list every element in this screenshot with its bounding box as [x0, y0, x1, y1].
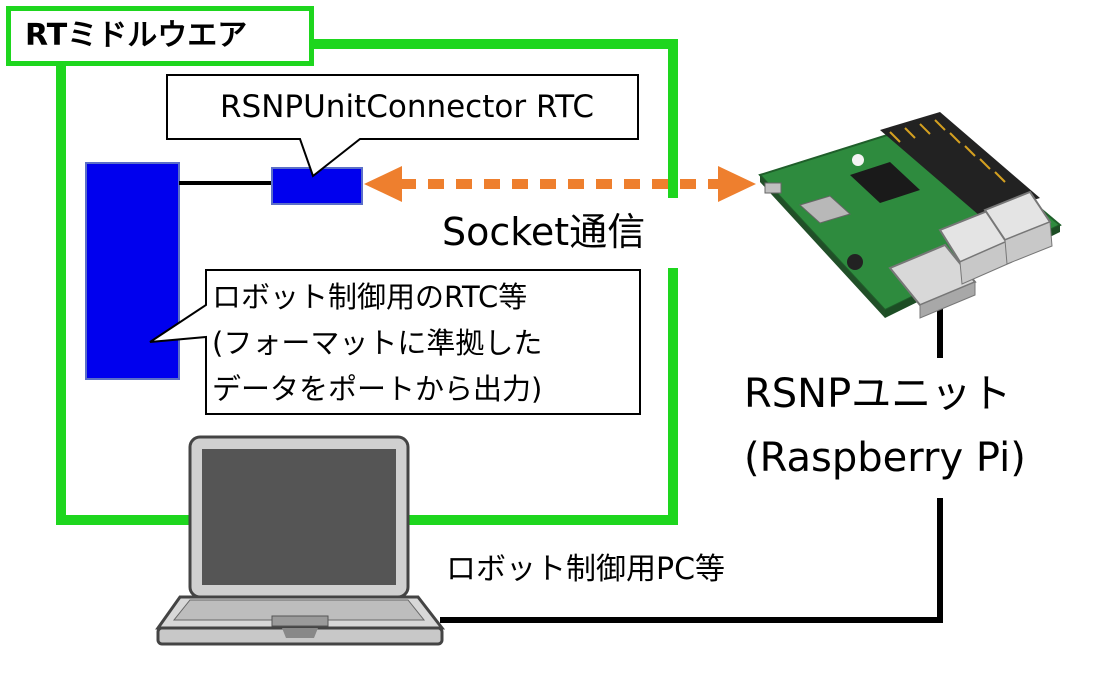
robot-control-rtc-block: [85, 162, 180, 380]
rsnp-unit-label: RSNPユニット (Raspberry Pi): [744, 362, 1084, 498]
robot-rtc-callout-box: [149, 269, 641, 415]
socket-arrow-head-right: [718, 166, 756, 202]
pi-to-pc-cable: [440, 498, 943, 623]
robot-callout-line-1: ロボット制御用のRTC等: [212, 280, 528, 314]
robot-control-pc-label: ロボット制御用PC等: [446, 552, 726, 587]
connector-callout-box: [166, 74, 639, 178]
frame-title: RTミドルウエア: [6, 6, 314, 66]
connector-callout-text: RSNPUnitConnector RTC: [220, 89, 594, 125]
laptop-icon: [155, 435, 446, 646]
rsnp-unit-line-2: (Raspberry Pi): [744, 435, 1026, 481]
robot-rtc-callout-text: ロボット制御用のRTC等 (フォーマットに準拠した データをポートから出力): [212, 274, 637, 412]
socket-communication-label: Socket通信: [442, 210, 646, 254]
raspberry-pi-board-icon: [758, 112, 1062, 319]
robot-callout-line-2: (フォーマットに準拠した: [212, 326, 543, 360]
robot-callout-line-3: データをポートから出力): [212, 372, 543, 406]
frame-title-text: RTミドルウエア: [25, 18, 248, 53]
rsnp-unit-line-1: RSNPユニット: [744, 371, 1012, 417]
socket-arrow-head-left: [364, 166, 402, 202]
